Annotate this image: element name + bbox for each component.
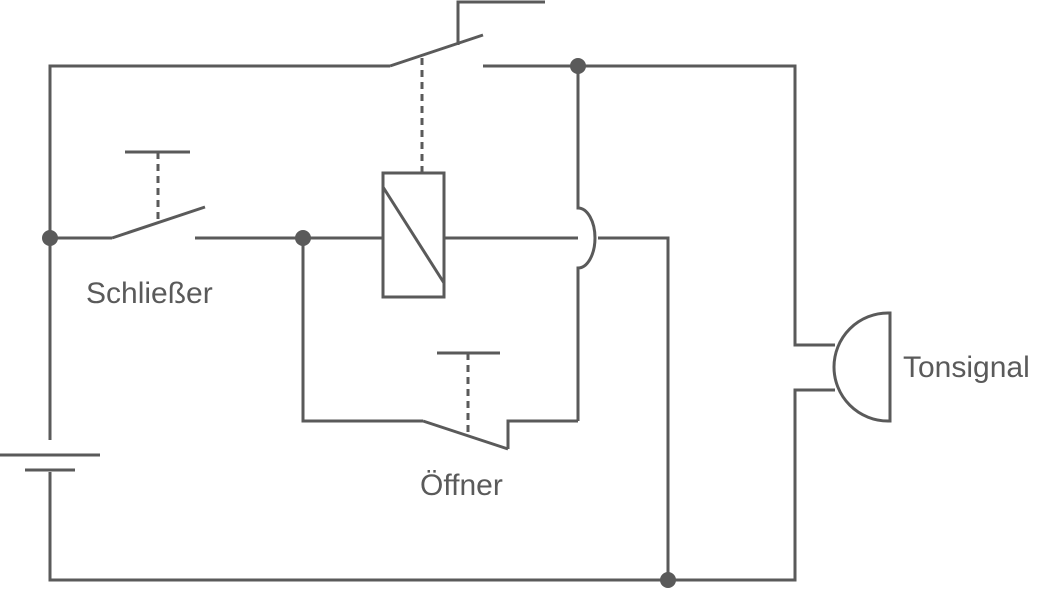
battery-icon <box>0 453 100 472</box>
label-tonsignal: Tonsignal <box>903 351 1030 384</box>
wire-coil-right <box>444 236 670 580</box>
wire-left-top <box>48 64 390 440</box>
wire-vertical-hop <box>576 66 597 421</box>
wire-left-bottom <box>48 388 835 582</box>
relay-contact-switch <box>389 0 545 68</box>
label-oeffner: Öffner <box>420 469 503 502</box>
label-schliesser: Schließer <box>86 277 213 310</box>
junction-dot <box>570 58 586 74</box>
junction-dot <box>42 230 58 246</box>
schliesser-switch <box>50 150 383 240</box>
oeffner-switch <box>301 238 578 451</box>
buzzer-icon <box>832 311 892 423</box>
relay-coil <box>381 171 446 299</box>
junction-dot <box>660 572 676 588</box>
wire-top-right <box>483 64 835 347</box>
junction-dot <box>295 230 311 246</box>
